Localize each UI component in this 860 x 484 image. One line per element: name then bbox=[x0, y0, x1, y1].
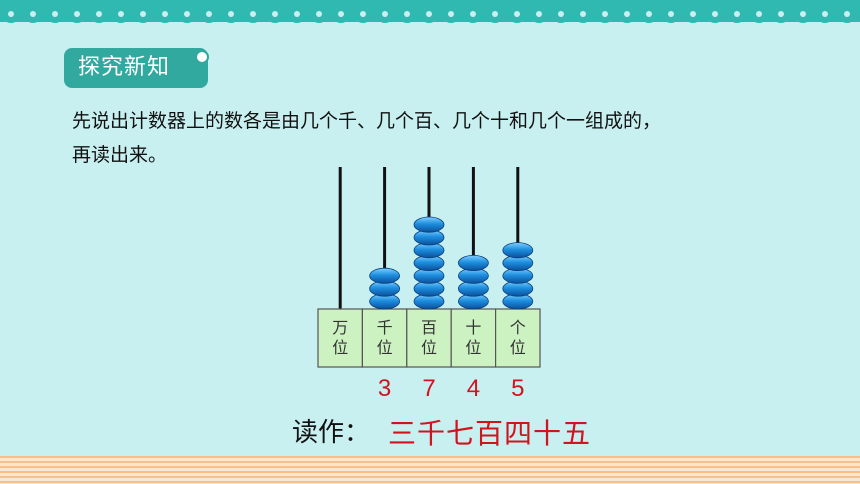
scallop-hole bbox=[822, 11, 828, 17]
place-value-box bbox=[406, 308, 452, 368]
place-value-label: 位 bbox=[510, 338, 526, 357]
scallop-hole bbox=[536, 11, 542, 17]
scallop-hole bbox=[272, 11, 278, 17]
scallop-hole bbox=[448, 11, 454, 17]
scallop-hole bbox=[162, 11, 168, 17]
scallop-hole bbox=[492, 11, 498, 17]
abacus-bead bbox=[457, 254, 489, 271]
scallop-hole bbox=[646, 11, 652, 17]
abacus-bead bbox=[413, 216, 445, 233]
question-prompt: 先说出计数器上的数各是由几个千、几个百、几个十和几个一组成的， 再读出来。 bbox=[72, 104, 832, 172]
place-value-label: 十 bbox=[465, 318, 481, 337]
scallop-hole bbox=[778, 11, 784, 17]
scallop-hole bbox=[844, 11, 850, 17]
scallop-hole bbox=[8, 11, 14, 17]
scallop-hole bbox=[602, 11, 608, 17]
bottom-stripes bbox=[0, 456, 860, 484]
place-value-label: 百 bbox=[421, 318, 437, 337]
abacus-bead bbox=[502, 242, 534, 259]
scallop-hole bbox=[734, 11, 740, 17]
prompt-line-1: 先说出计数器上的数各是由几个千、几个百、几个十和几个一组成的， bbox=[72, 110, 662, 132]
place-digit: 3 bbox=[378, 375, 391, 402]
scallop-hole bbox=[118, 11, 124, 17]
scallop-hole bbox=[184, 11, 190, 17]
scallop-hole bbox=[360, 11, 366, 17]
scallop-hole bbox=[712, 11, 718, 17]
reading-label: 读作： bbox=[292, 418, 371, 448]
scallop-hole bbox=[800, 11, 806, 17]
reading-answer: 三千七百四十五 bbox=[388, 417, 592, 450]
scallop-hole bbox=[514, 11, 520, 17]
scallop-hole bbox=[294, 11, 300, 17]
scallop-hole bbox=[206, 11, 212, 17]
scallop-hole bbox=[52, 11, 58, 17]
scallop-hole bbox=[668, 11, 674, 17]
scallop-hole bbox=[382, 11, 388, 17]
section-tag: 探究新知 bbox=[64, 48, 208, 88]
abacus-bead bbox=[369, 267, 401, 284]
scallop-hole bbox=[624, 11, 630, 17]
scallop-hole bbox=[580, 11, 586, 17]
section-tag-label: 探究新知 bbox=[78, 55, 171, 80]
scallop-hole bbox=[74, 11, 80, 17]
place-value-label: 位 bbox=[421, 338, 437, 357]
scallop-hole bbox=[140, 11, 146, 17]
scallop-hole bbox=[404, 11, 410, 17]
scallop-hole bbox=[228, 11, 234, 17]
scallop-hole bbox=[756, 11, 762, 17]
place-value-label: 位 bbox=[332, 338, 348, 357]
scallop-hole bbox=[426, 11, 432, 17]
scallop-hole bbox=[558, 11, 564, 17]
place-value-label: 千 bbox=[377, 318, 393, 337]
place-value-label: 位 bbox=[465, 338, 481, 357]
scallop-hole bbox=[316, 11, 322, 17]
scalloped-border bbox=[2, 10, 856, 23]
scallop-hole bbox=[338, 11, 344, 17]
scallop-hole bbox=[30, 11, 36, 17]
place-digit: 4 bbox=[467, 375, 480, 402]
prompt-line-2: 再读出来。 bbox=[72, 144, 168, 166]
place-digit: 7 bbox=[422, 375, 435, 402]
place-value-label: 万 bbox=[332, 318, 348, 337]
place-value-label: 个 bbox=[510, 318, 526, 337]
scallop-hole bbox=[470, 11, 476, 17]
place-value-label: 位 bbox=[377, 338, 393, 357]
scallop-hole bbox=[96, 11, 102, 17]
place-digit: 5 bbox=[511, 375, 524, 402]
place-value-box bbox=[361, 308, 408, 368]
scallop-hole bbox=[250, 11, 256, 17]
scallop-hole bbox=[690, 11, 696, 17]
tag-dot-icon bbox=[195, 50, 209, 64]
place-value-box bbox=[495, 308, 541, 368]
